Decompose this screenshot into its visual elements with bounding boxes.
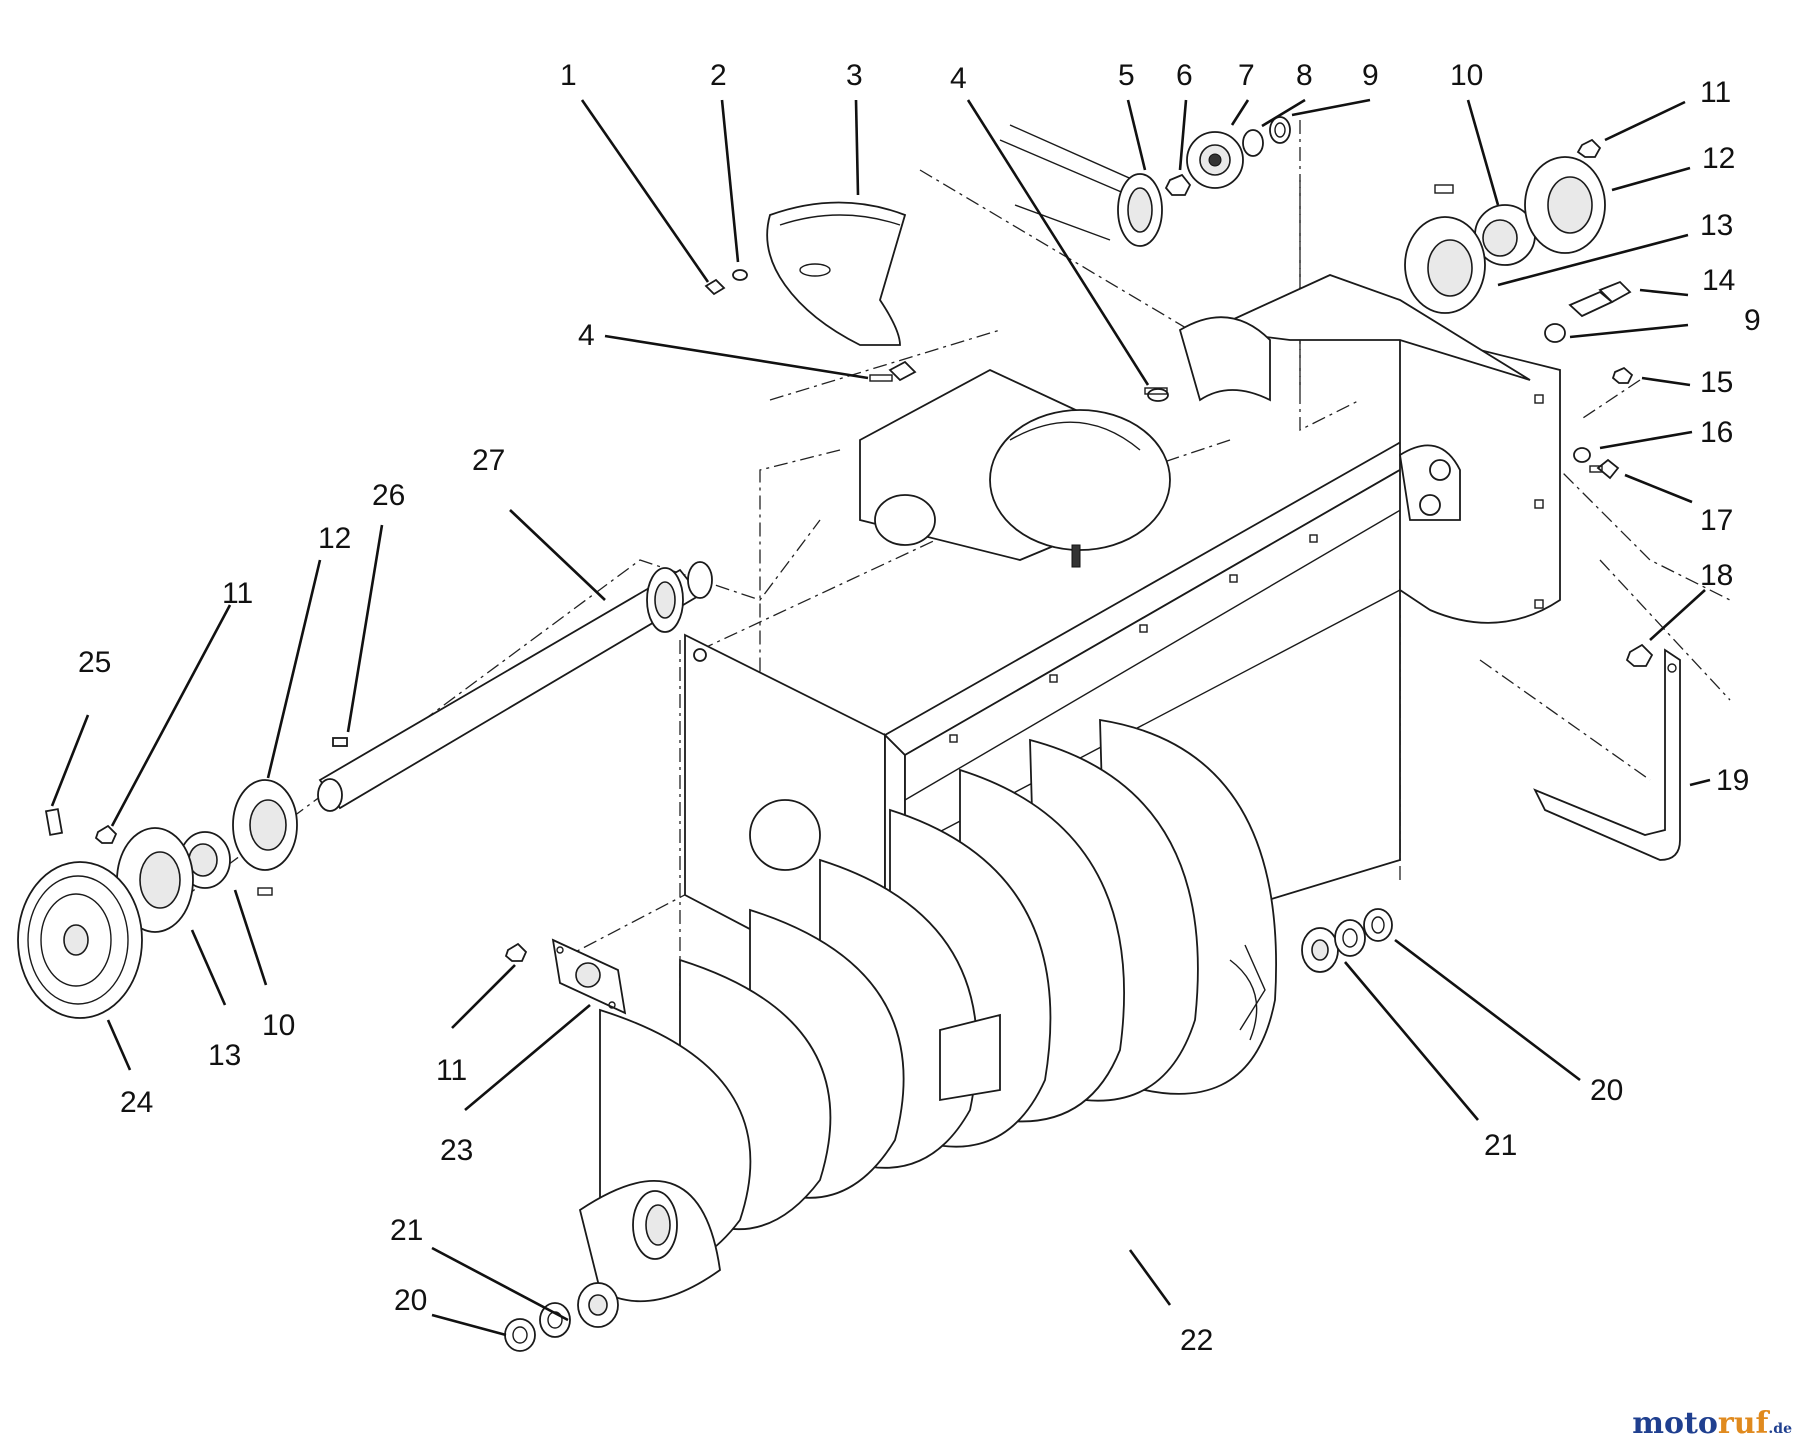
- callout-10b: 10: [262, 1009, 295, 1042]
- callout-2: 2: [710, 59, 727, 92]
- washer-9: [1269, 116, 1291, 144]
- callout-24: 24: [120, 1086, 153, 1119]
- callout-8: 8: [1296, 59, 1313, 92]
- bolt-1: [704, 278, 726, 296]
- callout-26: 26: [372, 479, 405, 512]
- bolt-14: [1568, 280, 1632, 318]
- watermark-part-1: moto: [1632, 1406, 1718, 1441]
- callout-10a: 10: [1450, 59, 1483, 92]
- washers-20-left: [504, 1302, 571, 1352]
- watermark-logo: motoruf.de: [1632, 1406, 1792, 1441]
- callout-13b: 13: [208, 1039, 241, 1072]
- callout-21a: 21: [1484, 1129, 1517, 1162]
- washers-20-right: [1334, 908, 1393, 957]
- set-screw-25: [44, 808, 64, 836]
- callout-19: 19: [1716, 764, 1749, 797]
- leader-lines: [50, 98, 1711, 1337]
- callout-labels: 1 2 3 4 5 6 7 8 9 10 11 12 13 14 9 15 16…: [78, 59, 1761, 1357]
- callout-27: 27: [472, 444, 505, 477]
- callout-9b: 9: [1744, 304, 1761, 337]
- callout-20a: 20: [1590, 1074, 1623, 1107]
- brace-19: [1533, 648, 1681, 861]
- callout-22: 22: [1180, 1324, 1213, 1357]
- nut-11-top: [1576, 138, 1602, 158]
- nut-6: [1164, 173, 1192, 196]
- callout-13a: 13: [1700, 209, 1733, 242]
- bolt-4-top: [869, 360, 917, 382]
- callout-1: 1: [560, 59, 577, 92]
- washer-8: [1242, 129, 1264, 157]
- nut-11-lower: [504, 942, 528, 962]
- callout-4a: 4: [950, 62, 967, 95]
- washer-9-right: [1544, 323, 1566, 343]
- spacer-21-left: [577, 1282, 619, 1328]
- chain-guard-3: [766, 201, 907, 346]
- washer-16: [1573, 447, 1591, 463]
- pulley-24: [17, 861, 143, 1019]
- callout-9a: 9: [1362, 59, 1379, 92]
- callout-20b: 20: [394, 1284, 427, 1317]
- callout-18: 18: [1700, 559, 1733, 592]
- callout-11b: 11: [222, 577, 253, 610]
- bolt-4-right: [1144, 387, 1169, 402]
- chain-and-sprocket-5: [999, 124, 1163, 247]
- spacer-21-right: [1301, 927, 1339, 973]
- watermark-part-2: ruf: [1717, 1406, 1769, 1441]
- callout-6: 6: [1176, 59, 1193, 92]
- auger-22: [578, 718, 1277, 1303]
- key-26: [332, 737, 348, 747]
- callout-11c: 11: [436, 1054, 467, 1087]
- callout-15: 15: [1700, 366, 1733, 399]
- callout-21b: 21: [390, 1214, 423, 1247]
- callout-11a: 11: [1700, 76, 1731, 109]
- flange-12-left: [232, 779, 298, 871]
- callout-4b: 4: [578, 319, 595, 352]
- callout-16: 16: [1700, 416, 1733, 449]
- callout-17: 17: [1700, 504, 1733, 537]
- callout-12a: 12: [1702, 142, 1735, 175]
- shaft-27: [317, 561, 713, 812]
- bearing-plate-23: [551, 938, 627, 1015]
- sprocket-7: [1186, 131, 1244, 189]
- callout-23: 23: [440, 1134, 473, 1167]
- watermark-part-3: .de: [1768, 1421, 1792, 1437]
- nut-18: [1625, 643, 1654, 667]
- washer-2: [732, 269, 748, 281]
- flange-12-top: [1524, 156, 1606, 254]
- callout-14: 14: [1702, 264, 1735, 297]
- callout-12b: 12: [318, 522, 351, 555]
- callout-3: 3: [846, 59, 863, 92]
- flange-13-top: [1404, 216, 1486, 314]
- nut-11-left: [94, 824, 118, 844]
- callout-7: 7: [1238, 59, 1255, 92]
- nut-15: [1611, 366, 1634, 384]
- callout-25: 25: [78, 646, 111, 679]
- callout-5: 5: [1118, 59, 1135, 92]
- bolt-17: [1589, 458, 1620, 480]
